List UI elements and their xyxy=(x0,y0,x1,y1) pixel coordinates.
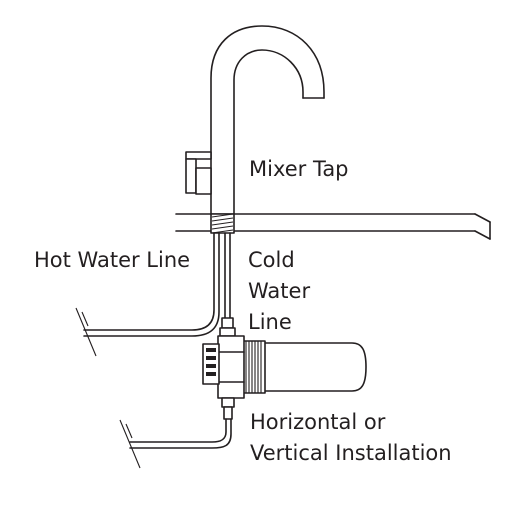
threaded-shank xyxy=(210,213,235,234)
installation-label-line-2: Vertical Installation xyxy=(250,441,452,465)
cold-water-pipe xyxy=(219,232,236,337)
mixer-tap-body xyxy=(210,25,325,215)
cold-water-label-line-3: Line xyxy=(248,310,292,334)
tap-lever-handle xyxy=(185,151,212,195)
cold-water-label-line-1: Cold xyxy=(248,248,295,272)
inlet-pipe xyxy=(119,418,232,469)
inline-filter xyxy=(202,335,367,420)
mixer-tap-label: Mixer Tap xyxy=(249,157,349,181)
cold-water-label-line-2: Water xyxy=(248,279,311,303)
installation-label-line-1: Horizontal or xyxy=(250,410,386,434)
hot-water-line-label: Hot Water Line xyxy=(34,248,191,272)
hot-water-pipe xyxy=(75,232,220,357)
